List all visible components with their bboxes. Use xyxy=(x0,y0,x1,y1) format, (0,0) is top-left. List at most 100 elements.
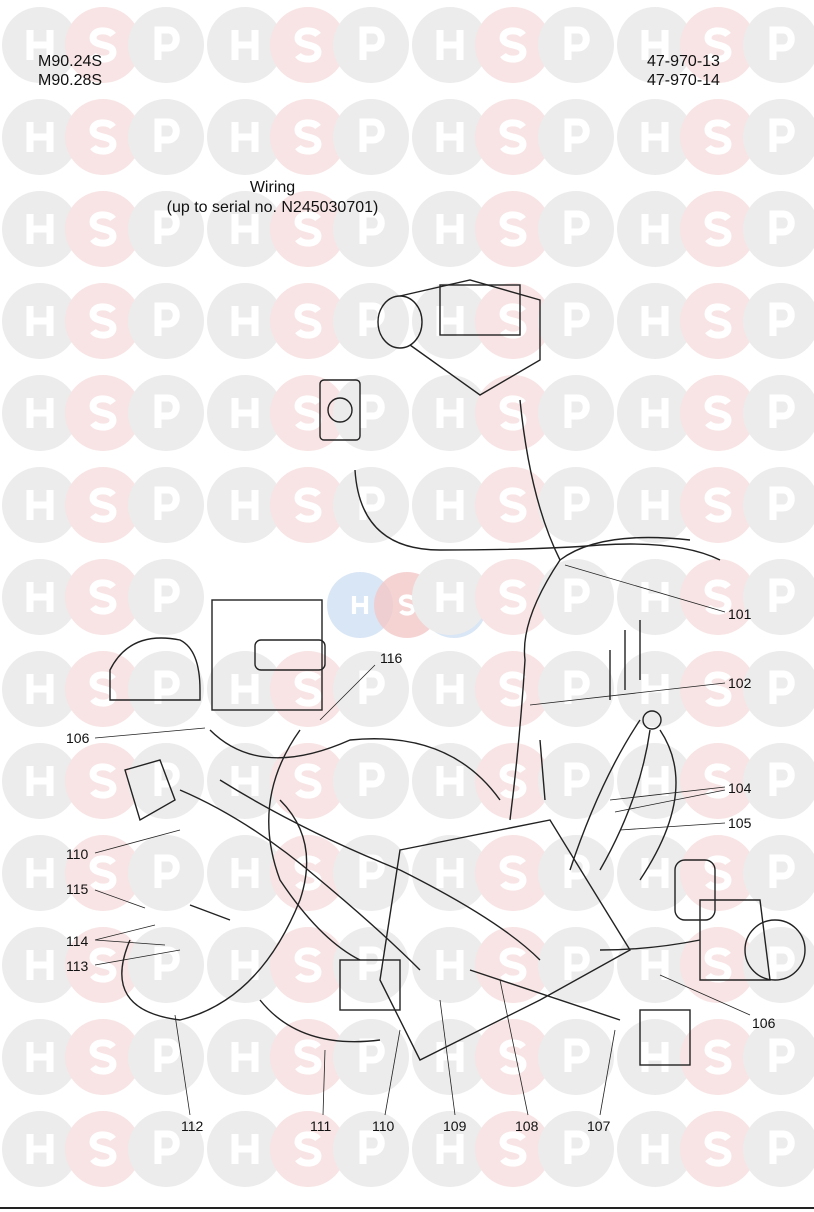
part-number-2: 47-970-14 xyxy=(647,72,720,89)
watermark-letter-h xyxy=(26,398,54,428)
watermark-letter-s xyxy=(704,1131,732,1167)
callout-107[interactable]: 107 xyxy=(587,1118,611,1134)
watermark-letter-p xyxy=(564,762,590,796)
watermark-letter-h xyxy=(26,950,54,980)
watermark-letter-s xyxy=(89,763,117,799)
watermark-letter-p xyxy=(359,1130,385,1164)
watermark-letter-h xyxy=(26,1134,54,1164)
watermark-letter-p xyxy=(564,26,590,60)
watermark-letter-s xyxy=(704,671,732,707)
watermark-letter-s xyxy=(499,1039,527,1075)
watermark-letter-h xyxy=(641,490,669,520)
callout-109[interactable]: 109 xyxy=(443,1118,467,1134)
watermark-letter-h xyxy=(26,122,54,152)
watermark-letter-p xyxy=(359,302,385,336)
watermark-letter-h xyxy=(641,674,669,704)
leader-lines xyxy=(94,564,751,1116)
watermark-letter-h xyxy=(436,398,464,428)
watermark-letter-p xyxy=(564,946,590,980)
watermark-letter-p xyxy=(769,762,795,796)
watermark-letter-h xyxy=(436,122,464,152)
watermark-letter-h xyxy=(641,950,669,980)
callout-112[interactable]: 112 xyxy=(181,1118,204,1134)
watermark-letter-h xyxy=(351,595,369,615)
watermark-letter-p xyxy=(154,118,180,152)
callout-115[interactable]: 115 xyxy=(66,881,89,897)
callout-114[interactable]: 114 xyxy=(66,933,89,949)
watermark-letter-h xyxy=(231,306,259,336)
watermark-letter-p xyxy=(564,118,590,152)
watermark-letter-h xyxy=(641,398,669,428)
watermark-letter-s xyxy=(499,119,527,155)
watermark-letter-h xyxy=(26,306,54,336)
watermark-letter-h xyxy=(231,122,259,152)
watermark-letter-s xyxy=(704,947,732,983)
watermark-letter-p xyxy=(769,946,795,980)
watermark-letter-p xyxy=(154,394,180,428)
watermark-letter-h xyxy=(26,674,54,704)
watermark-letter-p xyxy=(769,118,795,152)
callout-108[interactable]: 108 xyxy=(515,1118,539,1134)
watermark-letter-s xyxy=(704,395,732,431)
watermark-letter-h xyxy=(436,950,464,980)
watermark-letter-p xyxy=(154,1038,180,1072)
callout-113[interactable]: 113 xyxy=(66,958,89,974)
pump xyxy=(674,859,806,981)
watermark-letter-h xyxy=(26,1042,54,1072)
watermark-letter-p xyxy=(359,486,385,520)
watermark-letter-p xyxy=(359,118,385,152)
watermark-letter-s xyxy=(89,487,117,523)
clock-module xyxy=(124,759,176,822)
callout-106[interactable]: 106 xyxy=(752,1015,776,1031)
pcb xyxy=(339,819,691,1066)
watermark-letter-p xyxy=(769,854,795,888)
watermark-letter-h xyxy=(231,398,259,428)
watermark-letter-p xyxy=(359,670,385,704)
callout-110[interactable]: 110 xyxy=(372,1118,395,1134)
watermark-letter-p xyxy=(564,302,590,336)
callout-105[interactable]: 105 xyxy=(728,815,752,831)
callout-106[interactable]: 106 xyxy=(66,730,90,746)
watermark-letter-s xyxy=(89,27,117,63)
watermark-letter-h xyxy=(641,1042,669,1072)
watermark-letter-p xyxy=(154,302,180,336)
watermark-letter-s xyxy=(89,579,117,615)
watermark-letter-s xyxy=(89,303,117,339)
watermark-letter-s xyxy=(499,947,527,983)
callout-110[interactable]: 110 xyxy=(66,846,89,862)
watermark-letter-s xyxy=(89,671,117,707)
callout-111[interactable]: 111 xyxy=(310,1118,332,1134)
callout-101[interactable]: 101 xyxy=(728,606,752,622)
watermark-letter-h xyxy=(641,306,669,336)
watermark-letter-s xyxy=(89,947,117,983)
callout-116[interactable]: 116 xyxy=(380,650,403,666)
watermark-letter-p xyxy=(564,1038,590,1072)
watermark-letter-s xyxy=(398,594,416,616)
watermark-letter-s xyxy=(89,1039,117,1075)
watermark-letter-p xyxy=(154,578,180,612)
watermark-letter-s xyxy=(704,211,732,247)
callout-102[interactable]: 102 xyxy=(728,675,752,691)
callout-104[interactable]: 104 xyxy=(728,780,752,796)
watermark-letter-p xyxy=(564,670,590,704)
watermark-letter-h xyxy=(641,214,669,244)
watermark-letter-p xyxy=(769,394,795,428)
model-number-2: M90.28S xyxy=(38,72,103,89)
watermark-letter-h xyxy=(231,214,259,244)
watermark-letter-s xyxy=(294,947,322,983)
watermark-letter-p xyxy=(769,210,795,244)
watermark-letter-s xyxy=(89,395,117,431)
watermark-letter-p xyxy=(154,486,180,520)
watermark-letter-p xyxy=(769,670,795,704)
watermark-letter-h xyxy=(436,214,464,244)
watermark-letter-s xyxy=(294,211,322,247)
watermark-letter-h xyxy=(231,490,259,520)
watermark-letter-h xyxy=(26,490,54,520)
watermark-letter-p xyxy=(359,394,385,428)
pressure-switch xyxy=(319,379,361,441)
watermark-letter-h xyxy=(641,766,669,796)
watermark-letter-s xyxy=(294,395,322,431)
watermark-letter-s xyxy=(704,1039,732,1075)
watermark-letter-s xyxy=(704,27,732,63)
watermark-letter-p xyxy=(769,26,795,60)
